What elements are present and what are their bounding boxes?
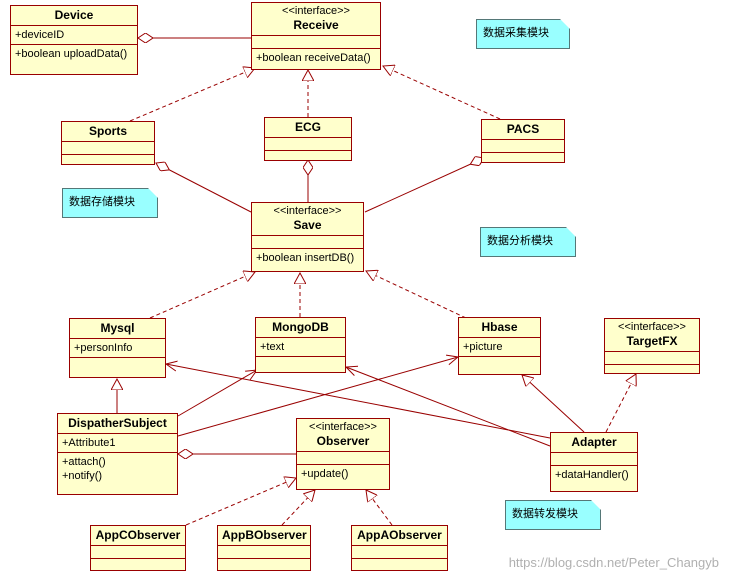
class-name: Sports xyxy=(88,124,127,138)
class-name: Save xyxy=(293,218,322,232)
attribute: +Attribute1 xyxy=(62,437,116,449)
class-name: PACS xyxy=(506,122,540,136)
class-name: AppCObserver xyxy=(95,528,181,542)
dispather-hbase-association xyxy=(177,357,458,437)
class-appaobserver[interactable]: AppAObserver xyxy=(351,525,448,571)
class-pacs[interactable]: PACS xyxy=(481,119,565,163)
stereotype: <<interface>> xyxy=(282,5,350,17)
operation: +dataHandler() xyxy=(555,469,629,481)
operation: +boolean insertDB() xyxy=(256,252,355,264)
class-name: TargetFX xyxy=(626,334,678,348)
pacs-realizes-receive xyxy=(383,66,501,120)
class-save[interactable]: <<interface>> Save +boolean insertDB() xyxy=(251,202,364,272)
class-appcobserver[interactable]: AppCObserver xyxy=(90,525,186,571)
class-hbase[interactable]: Hbase +picture xyxy=(458,317,541,375)
attribute: +picture xyxy=(463,341,503,353)
class-name: DispatherSubject xyxy=(68,416,167,430)
sports-realizes-receive xyxy=(129,68,255,122)
adapter-mongodb-association xyxy=(346,367,551,447)
attribute: +deviceID xyxy=(15,29,65,41)
class-receive[interactable]: <<interface>> Receive +boolean receiveDa… xyxy=(251,2,381,70)
watermark: https://blog.csdn.net/Peter_Changyb xyxy=(508,555,719,570)
stereotype: <<interface>> xyxy=(273,205,342,217)
dispather-mongodb-association xyxy=(177,370,257,417)
operation: +boolean uploadData() xyxy=(15,48,128,60)
operation: +boolean receiveData() xyxy=(256,52,371,64)
mysql-realizes-save xyxy=(149,272,255,319)
class-ecg[interactable]: ECG xyxy=(264,117,352,161)
class-mysql[interactable]: Mysql +personInfo xyxy=(69,318,166,378)
adapter-extends-hbase xyxy=(522,375,585,433)
hbase-realizes-save xyxy=(366,271,467,319)
class-name: Adapter xyxy=(571,435,617,449)
operation: +attach() xyxy=(62,456,106,468)
operation: +update() xyxy=(301,468,349,480)
operation: +notify() xyxy=(62,470,103,482)
class-name: AppBObserver xyxy=(222,528,307,542)
note-data-store[interactable]: 数据存储模块 xyxy=(62,188,158,218)
class-device[interactable]: Device +deviceID +boolean uploadData() xyxy=(10,5,138,75)
class-name: MongoDB xyxy=(272,320,329,334)
appb-realizes-observer xyxy=(281,490,315,526)
class-name: Receive xyxy=(293,18,339,32)
appc-realizes-observer xyxy=(185,478,296,526)
class-name: Mysql xyxy=(100,321,135,335)
class-dispathersubject[interactable]: DispatherSubject +Attribute1 +attach() +… xyxy=(57,413,178,495)
note-data-analyze[interactable]: 数据分析模块 xyxy=(480,227,576,257)
class-name: AppAObserver xyxy=(357,528,442,542)
appa-realizes-observer xyxy=(366,490,393,526)
class-name: ECG xyxy=(294,120,321,134)
note-data-collect[interactable]: 数据采集模块 xyxy=(476,19,570,49)
class-observer[interactable]: <<interface>> Observer +update() xyxy=(296,418,390,490)
adapter-realizes-targetfx xyxy=(605,374,636,433)
note-data-forward[interactable]: 数据转发模块 xyxy=(505,500,601,530)
class-adapter[interactable]: Adapter +dataHandler() xyxy=(550,432,638,492)
class-name: Device xyxy=(54,8,94,22)
save-sports-aggregation xyxy=(156,163,252,213)
class-mongodb[interactable]: MongoDB +text xyxy=(255,317,346,373)
class-name: Hbase xyxy=(481,320,518,334)
attribute: +text xyxy=(260,341,285,353)
class-appbobserver[interactable]: AppBObserver xyxy=(217,525,311,571)
stereotype: <<interface>> xyxy=(309,421,377,433)
save-pacs-aggregation xyxy=(364,158,484,213)
attribute: +personInfo xyxy=(74,342,133,354)
class-sports[interactable]: Sports xyxy=(61,121,155,165)
adapter-mysql-association xyxy=(166,364,551,439)
class-targetfx[interactable]: <<interface>> TargetFX xyxy=(604,318,700,374)
stereotype: <<interface>> xyxy=(618,321,686,333)
class-name: Observer xyxy=(316,434,370,448)
